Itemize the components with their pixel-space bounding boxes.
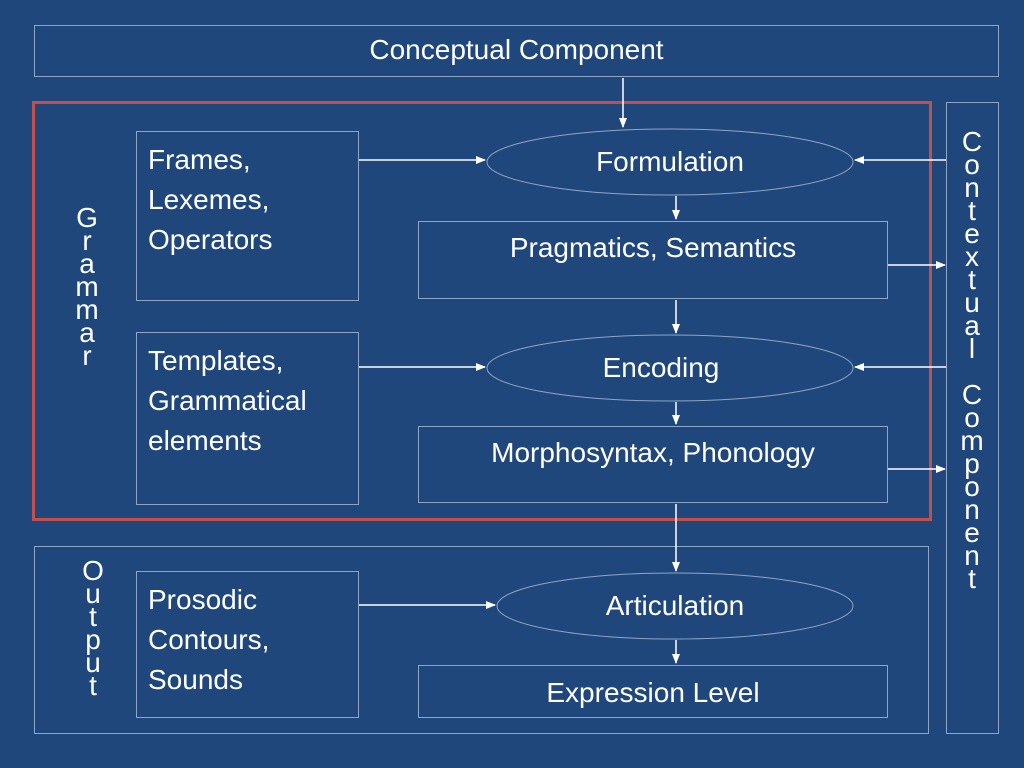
prosodic-contours-sounds-box: Prosodic Contours, Sounds	[136, 571, 359, 718]
pragmatics-semantics-box: Pragmatics, Semantics	[418, 221, 888, 299]
contextual-component-label: C o n t e x t u a l C o m p o n e n t	[960, 126, 984, 594]
articulation-label: Articulation	[605, 590, 745, 621]
formulation-label: Formulation	[596, 146, 744, 177]
prosodic-contours-sounds-text: Prosodic Contours, Sounds	[148, 584, 270, 695]
expression-level-text: Expression Level	[546, 677, 760, 708]
morphosyntax-phonology-box: Morphosyntax, Phonology	[418, 426, 888, 503]
morphosyntax-phonology-text: Morphosyntax, Phonology	[491, 437, 815, 468]
contextual-component-box	[946, 102, 999, 734]
grammar-frame	[32, 101, 932, 521]
encoding-ellipse	[486, 334, 854, 402]
encoding-label: Encoding	[602, 352, 720, 383]
templates-grammatical-elements-text: Templates, Grammatical elements	[148, 345, 307, 456]
formulation-ellipse	[486, 128, 854, 196]
articulation-ellipse	[496, 572, 854, 640]
expression-level-box: Expression Level	[418, 665, 888, 718]
output-frame	[34, 546, 929, 734]
grammar-label: G r a m m a r	[75, 202, 99, 371]
pragmatics-semantics-text: Pragmatics, Semantics	[509, 232, 797, 263]
conceptual-component-label: Conceptual Component	[369, 34, 664, 65]
frames-lexemes-operators-text: Frames, Lexemes, Operators	[148, 144, 273, 255]
frames-lexemes-operators-box: Frames, Lexemes, Operators	[136, 131, 359, 301]
output-label: O u t p u t	[82, 555, 104, 701]
templates-grammatical-elements-box: Templates, Grammatical elements	[136, 332, 359, 505]
conceptual-component-box: Conceptual Component	[34, 25, 999, 77]
